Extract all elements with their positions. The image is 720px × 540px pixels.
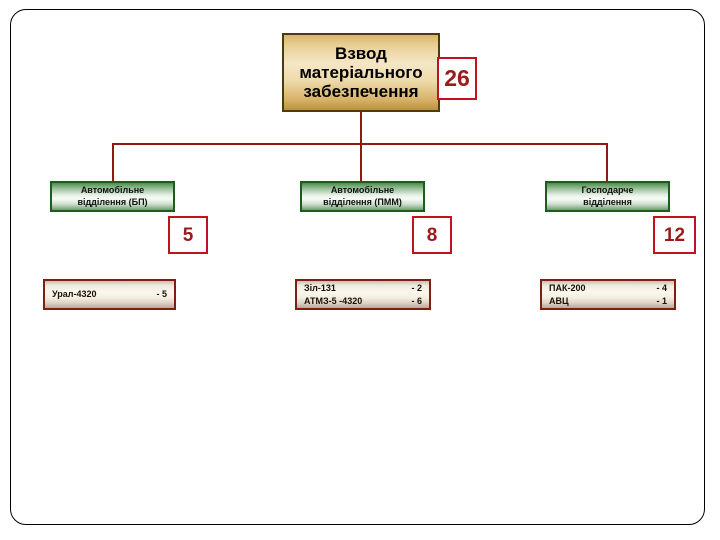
equipment-row: Урал-4320 - 5 (52, 288, 167, 300)
connector-root-stem (360, 110, 362, 144)
node-unit-1-line-2: відділення (ПММ) (323, 196, 402, 207)
node-root-line-3: забезпечення (303, 82, 419, 102)
equipment-row: Зіл-131 - 2 (304, 282, 422, 294)
node-unit-automobile-bp[interactable]: Автомобільне відділення (БП) (50, 181, 175, 212)
equipment-2-0-qty: - 4 (656, 283, 667, 294)
equipment-2-1-name: АВЦ (549, 295, 569, 306)
node-unit-automobile-pmm[interactable]: Автомобільне відділення (ПММ) (300, 181, 425, 212)
equipment-1-1-name: АТМЗ-5 -4320 (304, 295, 363, 306)
node-unit-2-line-1: Господарче (581, 184, 634, 195)
equipment-0-0-qty: - 5 (156, 289, 167, 300)
equipment-0-0-name: Урал-4320 (52, 289, 97, 300)
equipment-1-0-name: Зіл-131 (304, 283, 336, 294)
equipment-row: АВЦ - 1 (549, 295, 667, 307)
node-unit-0-line-1: Автомобільне (80, 184, 145, 195)
connector-branch-right (606, 143, 608, 183)
node-equipment-list-1[interactable]: Зіл-131 - 2 АТМЗ-5 -4320 - 6 (295, 279, 431, 310)
badge-unit-2-count: 12 (653, 216, 696, 254)
equipment-row: ПАК-200 - 4 (549, 282, 667, 294)
equipment-2-1-qty: - 1 (656, 295, 667, 306)
connector-branch-left (112, 143, 114, 183)
node-equipment-list-2[interactable]: ПАК-200 - 4 АВЦ - 1 (540, 279, 676, 310)
equipment-row: АТМЗ-5 -4320 - 6 (304, 295, 422, 307)
node-equipment-list-0[interactable]: Урал-4320 - 5 (43, 279, 176, 310)
node-unit-0-line-2: відділення (БП) (77, 196, 148, 207)
node-root-platoon[interactable]: Взвод матеріального забезпечення (282, 33, 440, 112)
equipment-1-1-qty: - 6 (411, 295, 422, 306)
node-root-line-1: Взвод (335, 43, 387, 63)
badge-root-count: 26 (437, 57, 477, 100)
node-root-line-2: матеріального (299, 62, 423, 82)
node-unit-household[interactable]: Господарче відділення (545, 181, 670, 212)
badge-unit-1-count: 8 (412, 216, 452, 254)
equipment-1-0-qty: - 2 (411, 283, 422, 294)
connector-branch-middle (360, 143, 362, 183)
node-unit-1-line-1: Автомобільне (330, 184, 395, 195)
badge-unit-0-count: 5 (168, 216, 208, 254)
slide-border-frame (10, 9, 705, 525)
node-unit-2-line-2: відділення (583, 196, 632, 207)
equipment-2-0-name: ПАК-200 (549, 283, 586, 294)
